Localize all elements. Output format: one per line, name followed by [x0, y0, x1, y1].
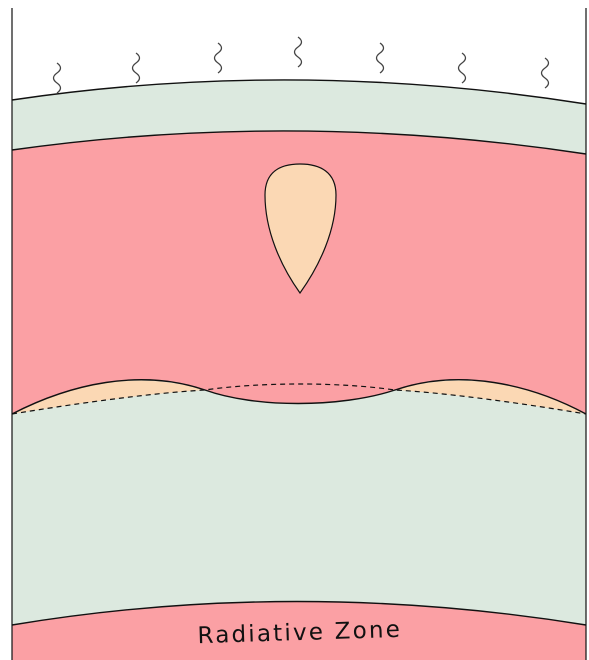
solar-interior-diagram: Radiative Zone: [0, 0, 589, 660]
diagram-svg: Radiative Zone: [0, 0, 589, 660]
